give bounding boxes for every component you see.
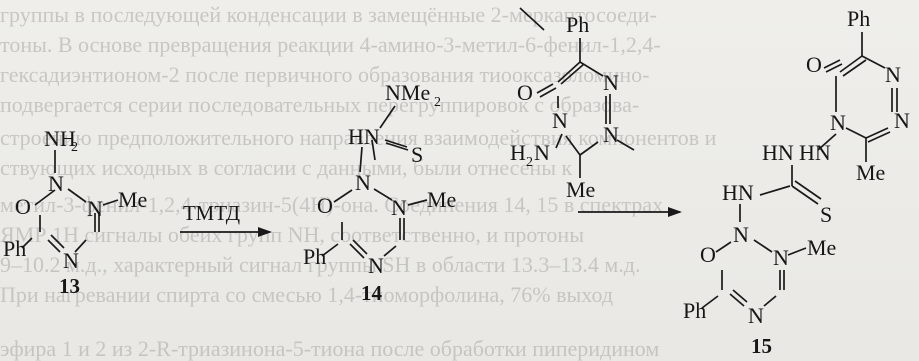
atom-n: N xyxy=(830,110,846,135)
bg-line: ствующих исходных в согласии с данными, … xyxy=(0,155,573,180)
atom-me: Me xyxy=(427,187,456,212)
compound-number-14: 14 xyxy=(361,281,383,305)
atom-o: O xyxy=(700,242,716,267)
atom-n: N xyxy=(773,245,789,270)
compound-number-13: 13 xyxy=(59,274,80,298)
atom-me: Me xyxy=(856,160,885,185)
atom-n: N xyxy=(63,248,79,273)
atom-n: N xyxy=(603,122,619,147)
bg-line: 9–10.2 м.д., характерный сигнал группы S… xyxy=(0,252,641,277)
bg-line: группы в последующей конденсации в замещ… xyxy=(0,2,657,27)
atom-ph: Ph xyxy=(303,244,326,269)
bg-line: гексадиэнтионом-2 после первичного образ… xyxy=(0,62,650,87)
atom-ph: Ph xyxy=(3,236,26,261)
reaction-arrow-1: ТМТД xyxy=(180,201,272,237)
atom-o: O xyxy=(806,52,822,77)
compound-15: Ph N N O N Me HN HN S xyxy=(683,6,910,358)
bg-line: тоны. В основе превращения реакции 4-ами… xyxy=(0,32,661,57)
bg-line: строению предположительного направления … xyxy=(0,125,717,150)
atom-h2n: H xyxy=(510,140,526,165)
atom-nh: HN xyxy=(348,124,380,149)
atom-n: N xyxy=(733,222,749,247)
bg-line: ЯМР 1Н сигналы обеих групп NH, соответст… xyxy=(0,222,584,247)
atom-nh: HN xyxy=(799,140,831,165)
compound-13: NH 2 N O N Me N Ph 13 xyxy=(3,126,147,298)
atom-subscript: 2 xyxy=(434,95,441,110)
atom-hn: HN xyxy=(762,140,794,165)
atom-n: N xyxy=(894,108,910,133)
atom-ph: Ph xyxy=(847,6,870,31)
compound-14: NMe 2 S HN N O N Me N Ph 14 xyxy=(303,80,456,305)
atom-me: Me xyxy=(566,177,595,202)
atom-n: N xyxy=(391,195,407,220)
atom-me: Me xyxy=(807,235,836,260)
compound-number-15: 15 xyxy=(751,334,772,358)
atom-me: Me xyxy=(118,187,147,212)
atom-ph: Ph xyxy=(683,298,706,323)
atom-n: N xyxy=(48,171,64,196)
atom-subscript: 2 xyxy=(71,140,78,155)
bg-line: эфира 1 и 2 из 2-R-триазинона-5-тиона по… xyxy=(0,336,660,361)
atom-subscript: 2 xyxy=(526,155,533,170)
bg-line: подвергается серии последовательных пере… xyxy=(0,92,640,117)
reagent-label: ТМТД xyxy=(183,201,240,225)
atom-o: O xyxy=(317,193,333,218)
atom-n: N xyxy=(885,62,901,87)
atom-n: N xyxy=(748,303,764,328)
bg-line: При нагревании спирта со смесью 1,4-тиом… xyxy=(0,282,614,307)
atom-o: O xyxy=(15,194,31,219)
atom-nme: NMe xyxy=(385,80,430,105)
side-intermediate: Ph N N O N H 2 N Me xyxy=(510,7,635,202)
atom-n: N xyxy=(355,170,371,195)
atom-n: N xyxy=(603,70,619,95)
atom-ph: Ph xyxy=(566,12,589,37)
atom-nh: NH xyxy=(44,126,76,151)
atom-nh: HN xyxy=(722,180,754,205)
atom-n: N xyxy=(534,140,550,165)
bg-line: метил-3-фенил-1,2,4-триазин-5(4Н)-она. С… xyxy=(0,192,664,217)
atom-n: N xyxy=(87,196,103,221)
atom-n: N xyxy=(368,253,384,278)
atom-o: O xyxy=(517,80,533,105)
atom-n: N xyxy=(552,108,568,133)
atom-s: S xyxy=(411,142,423,167)
atom-s: S xyxy=(820,202,832,227)
